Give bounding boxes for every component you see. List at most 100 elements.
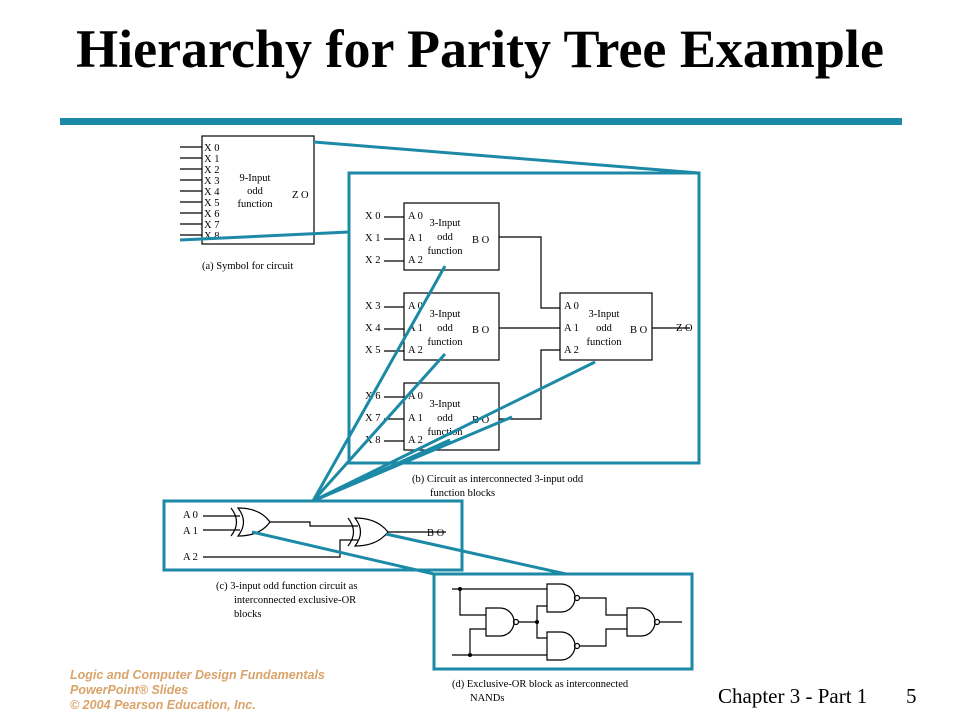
circuit-input-labels: X 0 X 1 X 2 X 3 X 4 X 5 X 6 X 7 X 8 (365, 211, 381, 446)
xor-input-label: A 0 (183, 510, 198, 521)
block-input-label: A 2 (564, 345, 579, 356)
connector-xor-nand-right (385, 532, 567, 576)
symbol-input-label: X 5 (204, 198, 219, 209)
page-number: 5 (906, 684, 917, 708)
xor-labels: A 0 A 1 A 2 B O (183, 510, 445, 563)
logo-line: PowerPoint® Slides (70, 683, 189, 697)
block-input-label: A 1 (564, 323, 579, 334)
block-label-line: 3-Input (430, 309, 461, 320)
block-input-label: A 2 (408, 255, 423, 266)
block-label-line: odd (437, 413, 454, 424)
circuit-caption-line: (b) Circuit as interconnected 3-input od… (412, 474, 584, 485)
xor-gate-1-back (230, 507, 238, 537)
symbol-label-line: odd (247, 186, 264, 197)
connector-block1-xor (311, 265, 447, 502)
connector-a-b-top (313, 140, 700, 175)
block-label-line: odd (437, 232, 454, 243)
connector-final-xor (312, 360, 596, 503)
block-label-line: function (428, 427, 464, 438)
xor-caption-line: (c) 3-input odd function circuit as (216, 581, 357, 592)
symbol-label-line: 9-Input (240, 173, 271, 184)
xor-output-label: B O (427, 528, 445, 539)
block-input-label: A 1 (408, 323, 423, 334)
circuit-input-label: X 1 (365, 233, 380, 244)
block-label-line: 3-Input (430, 399, 461, 410)
block-label-line: odd (437, 323, 454, 334)
block-input-label: A 1 (408, 233, 423, 244)
nand-gate-2 (546, 583, 576, 613)
block-label-line: 3-Input (430, 218, 461, 229)
xor-gate-2 (353, 517, 389, 547)
circuit-output-label: Z O (676, 323, 693, 334)
block-input-label: A 0 (564, 301, 579, 312)
nand-caption-line: NANDs (470, 693, 504, 704)
block-label-line: odd (596, 323, 613, 334)
circuit-frame (347, 171, 701, 465)
block-label-line: function (428, 337, 464, 348)
xor-frame (162, 499, 464, 572)
symbol-input-label: X 6 (204, 209, 219, 220)
circuit-input-label: X 5 (365, 345, 380, 356)
nand-gate-3 (546, 631, 576, 661)
block-final (559, 292, 653, 361)
symbol-box-label: 9-Input odd function (238, 173, 274, 210)
symbol-input-label: X 7 (204, 220, 219, 231)
circuit-input-label: X 7 (365, 413, 380, 424)
logo-line: © 2004 Pearson Education, Inc. (70, 698, 256, 712)
publisher-logo: Logic and Computer Design Fundamentals P… (70, 668, 325, 713)
block-label-line: 3-Input (589, 309, 620, 320)
symbol-output-label: Z O (292, 190, 309, 201)
block-2-labels: A 0 A 1 A 2 3-Input odd function B O (408, 301, 490, 356)
xor-input-label: A 2 (183, 552, 198, 563)
nand-gate-1 (485, 607, 515, 637)
xor-caption-line: blocks (234, 609, 261, 620)
connector-a-b-bottom (179, 230, 350, 242)
circuit-input-label: X 8 (365, 435, 380, 446)
connector-block3-out-xor (312, 415, 513, 503)
block-label-line: function (428, 246, 464, 257)
block-output-label: B O (630, 325, 648, 336)
block-output-label: B O (472, 415, 490, 426)
xor-gate-2-back (347, 517, 355, 547)
block-label-line: function (587, 337, 623, 348)
block-input-label: A 1 (408, 413, 423, 424)
block-input-label: A 0 (408, 391, 423, 402)
block-2 (403, 292, 500, 361)
symbol-input-label: X 0 (204, 143, 219, 154)
xor-caption-line: interconnected exclusive-OR (234, 595, 356, 606)
connector-xor-nand-left (251, 530, 435, 576)
title-underline (60, 118, 902, 125)
connector-block2-xor (311, 352, 447, 503)
block-input-label: A 2 (408, 435, 423, 446)
symbol-label-line: function (238, 199, 274, 210)
zoom-connectors (179, 140, 700, 576)
circuit-input-label: X 4 (365, 323, 381, 334)
circuit-input-label: X 2 (365, 255, 380, 266)
circuit-input-label: X 3 (365, 301, 380, 312)
block-3 (403, 382, 500, 451)
circuit-caption-line: function blocks (430, 488, 495, 499)
symbol-caption: (a) Symbol for circuit (202, 261, 293, 272)
block-final-labels: A 0 A 1 A 2 3-Input odd function B O (564, 301, 648, 356)
nand-gate-4 (626, 607, 656, 637)
logo-line: Logic and Computer Design Fundamentals (70, 668, 325, 682)
chapter-label: Chapter 3 - Part 1 (718, 684, 868, 708)
block-output-label: B O (472, 325, 490, 336)
symbol-input-label: X 4 (204, 187, 220, 198)
block-1-labels: A 0 A 1 A 2 3-Input odd function B O (408, 211, 490, 266)
block-output-label: B O (472, 235, 490, 246)
symbol-input-labels: X 0 X 1 X 2 X 3 X 4 X 5 X 6 X 7 X 8 (204, 143, 220, 242)
block-input-label: A 0 (408, 211, 423, 222)
block-input-label: A 2 (408, 345, 423, 356)
circuit-input-label: X 0 (365, 211, 380, 222)
nand-caption-line: (d) Exclusive-OR block as interconnected (452, 679, 629, 690)
symbol-input-label: X 2 (204, 165, 219, 176)
xor-input-label: A 1 (183, 526, 198, 537)
symbol-input-label: X 1 (204, 154, 219, 165)
block-3-labels: A 0 A 1 A 2 3-Input odd function B O (408, 391, 490, 446)
slide-title: Hierarchy for Parity Tree Example (76, 19, 884, 79)
block-input-label: A 0 (408, 301, 423, 312)
symbol-input-label: X 3 (204, 176, 219, 187)
symbol-input-label: X 8 (204, 231, 219, 242)
